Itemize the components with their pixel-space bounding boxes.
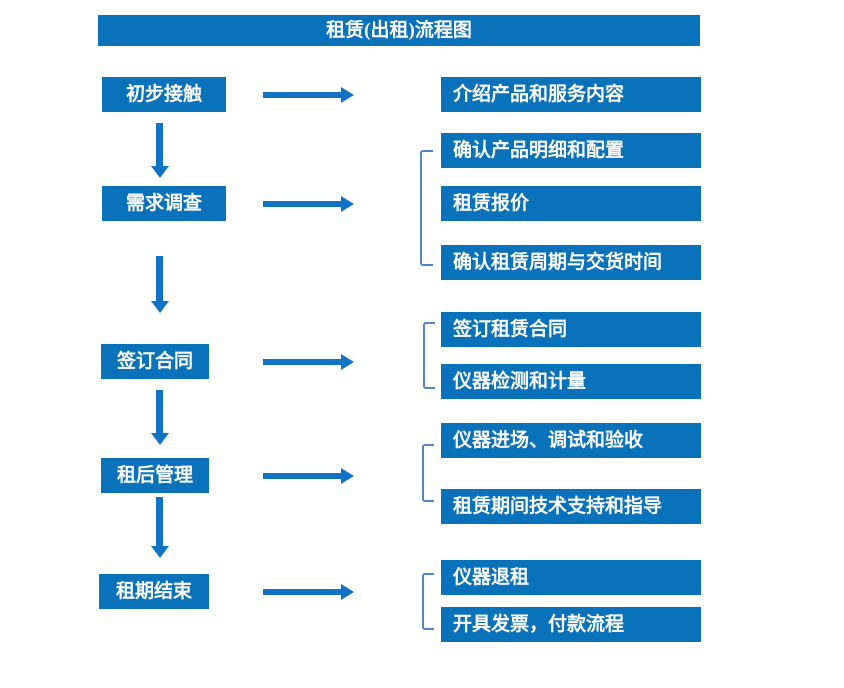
detail-confirm-period-delivery: 确认租赁周期与交货时间 (441, 245, 701, 280)
detail-confirm-product-config: 确认产品明细和配置 (441, 133, 701, 168)
step-post-rental-management: 租后管理 (101, 458, 209, 493)
right-arrow-4 (263, 473, 341, 479)
group-bracket-demand-survey (420, 150, 433, 266)
chart-title: 租赁(出租)流程图 (98, 15, 700, 46)
right-arrow-1 (263, 92, 341, 98)
right-arrow-2 (263, 201, 341, 207)
right-arrow-3 (263, 359, 341, 365)
detail-instrument-testing: 仪器检测和计量 (441, 364, 701, 399)
detail-instrument-installation: 仪器进场、调试和验收 (441, 423, 701, 458)
down-arrow-1 (156, 123, 163, 166)
detail-sign-rental-contract: 签订租赁合同 (441, 312, 701, 347)
step-initial-contact: 初步接触 (102, 77, 226, 112)
down-arrow-2 (156, 256, 163, 301)
step-rental-end: 租期结束 (99, 574, 209, 609)
step-sign-contract: 签订合同 (101, 344, 209, 379)
detail-introduce-products: 介绍产品和服务内容 (441, 77, 701, 112)
detail-rental-quotation: 租赁报价 (441, 186, 701, 221)
detail-instrument-return: 仪器退租 (441, 560, 701, 595)
group-bracket-post-rental (422, 444, 434, 502)
right-arrow-5 (263, 589, 341, 595)
step-demand-survey: 需求调查 (102, 186, 226, 221)
down-arrow-4 (156, 497, 163, 546)
group-bracket-sign-contract (423, 322, 435, 389)
detail-invoice-payment: 开具发票，付款流程 (441, 607, 701, 642)
group-bracket-rental-end (422, 573, 434, 630)
down-arrow-3 (156, 390, 163, 433)
detail-technical-support: 租赁期间技术支持和指导 (441, 489, 701, 524)
